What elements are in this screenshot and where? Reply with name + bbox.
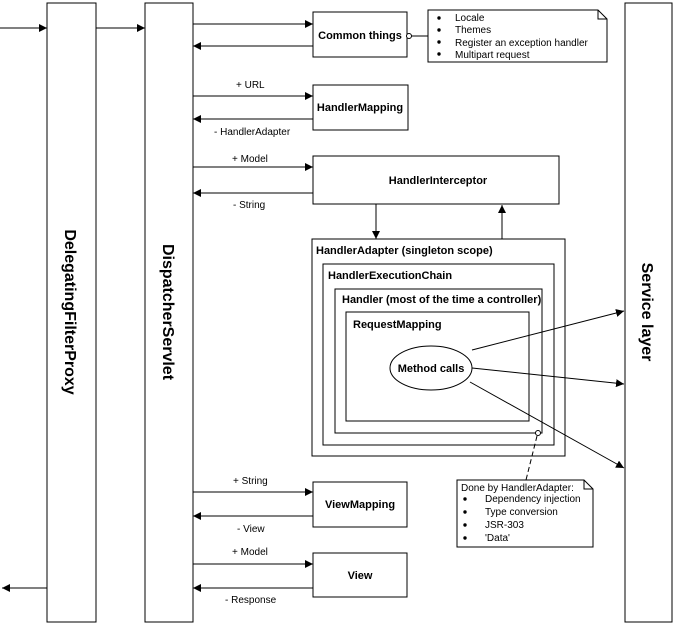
view-mapping-box (312, 481, 408, 528)
url-label: + URL (236, 80, 265, 91)
handler-adapter-return-label: - HandlerAdapter (214, 127, 291, 138)
bullet-icon (437, 52, 441, 56)
adapter-note-anchor (535, 430, 541, 436)
response-label: - Response (225, 595, 277, 606)
method-call-arrow-top (471, 309, 625, 351)
service-layer-column (624, 2, 673, 623)
common-note-list: Locale Themes Register an exception hand… (437, 13, 589, 61)
dispatcher-servlet-column (144, 2, 194, 623)
view-label: View (348, 570, 373, 582)
adapter-note-fold (583, 480, 593, 490)
delegating-filter-proxy-label: DelegatingFilterProxy (61, 229, 78, 394)
bullet-icon (437, 40, 441, 44)
adapter-note-item: Type conversion (485, 507, 558, 518)
delegating-filter-proxy-column (46, 2, 97, 623)
model-view-label: + Model (232, 547, 268, 558)
adapter-note-item: 'Data' (485, 533, 510, 544)
bullet-icon (437, 16, 441, 20)
common-note-item: Themes (455, 25, 491, 36)
adapter-note-title: Done by HandlerAdapter: (461, 483, 574, 494)
request-mapping-label: RequestMapping (353, 319, 442, 331)
adapter-note (456, 479, 594, 548)
common-note-item: Multipart request (455, 50, 530, 61)
method-call-arrow-middle (471, 367, 625, 388)
handler-mapping-label: HandlerMapping (317, 102, 403, 114)
string-in-label: + String (233, 476, 268, 487)
handler-execution-chain-label: HandlerExecutionChain (328, 270, 452, 282)
view-box (312, 552, 408, 598)
handler-interceptor-label: HandlerInterceptor (389, 175, 488, 187)
service-layer-label: Service layer (638, 263, 655, 362)
handler-mapping-box (312, 84, 409, 131)
common-note-item: Register an exception handler (455, 38, 589, 49)
view-out-label: - View (237, 524, 265, 535)
common-things-label: Common things (318, 30, 402, 42)
adapter-note-item: JSR-303 (485, 520, 524, 531)
bullet-icon (463, 497, 467, 501)
method-call-arrow-bottom (469, 381, 625, 469)
adapter-note-list: Dependency injection Type conversion JSR… (463, 494, 581, 544)
handler-interceptor-box (312, 155, 560, 205)
handler-label: Handler (most of the time a controller) (342, 294, 542, 306)
common-things-box (312, 11, 408, 58)
dispatcher-servlet-label: DispatcherServlet (159, 244, 176, 381)
bullet-icon (463, 536, 467, 540)
adapter-note-item: Dependency injection (485, 494, 581, 505)
common-note-anchor (406, 33, 412, 39)
view-mapping-label: ViewMapping (325, 499, 395, 511)
bullet-icon (437, 28, 441, 32)
common-note-item: Locale (455, 13, 485, 24)
string-out-label: - String (233, 200, 265, 211)
bullet-icon (463, 523, 467, 527)
model-in-label: + Model (232, 154, 268, 165)
method-calls-label: Method calls (398, 363, 465, 375)
handler-adapter-label: HandlerAdapter (singleton scope) (316, 245, 493, 257)
bullet-icon (463, 510, 467, 514)
common-note-fold (597, 10, 607, 20)
common-things-note (427, 9, 608, 63)
